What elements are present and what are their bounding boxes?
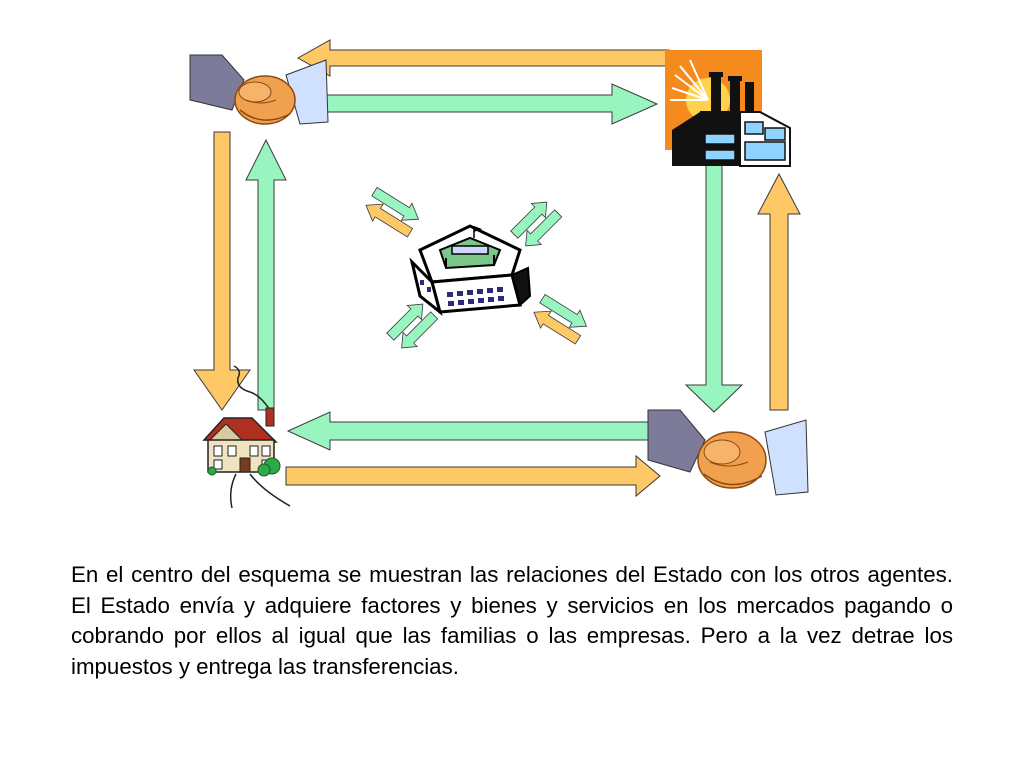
- arrow-left-orange-down: [193, 131, 251, 411]
- small-arrow-orange: [533, 310, 582, 345]
- arrow-bottom-orange-right: [285, 454, 661, 498]
- small-arrows-lower-left: [386, 303, 439, 349]
- small-arrow-green: [539, 293, 588, 328]
- factory-icon: [665, 50, 791, 167]
- small-arrow-green: [401, 311, 439, 349]
- arrow-right-green-down: [684, 164, 744, 413]
- arrow-top-orange-left: [296, 39, 670, 77]
- house-icon: [202, 365, 291, 509]
- small-arrow-green: [525, 209, 563, 247]
- small-arrow-orange: [365, 203, 414, 238]
- small-arrows-upper-left: [365, 186, 420, 238]
- small-arrow-green: [371, 186, 420, 221]
- handshake-icon-bottom-right: [647, 409, 809, 496]
- small-arrow-green: [386, 303, 424, 341]
- government-building-icon: [409, 224, 532, 317]
- arrow-left-green-up: [245, 138, 287, 411]
- circular-flow-diagram: [189, 39, 809, 509]
- arrow-right-orange-up: [757, 172, 801, 411]
- caption-text: En el centro del esquema se muestran las…: [71, 562, 953, 679]
- arrow-bottom-green-left: [286, 411, 651, 451]
- arrow-top-green-right: [319, 83, 659, 125]
- small-arrow-green: [510, 201, 548, 239]
- handshake-icon-top-left: [189, 54, 329, 125]
- small-arrows-upper-right: [510, 201, 563, 247]
- small-arrows-lower-right: [533, 293, 588, 345]
